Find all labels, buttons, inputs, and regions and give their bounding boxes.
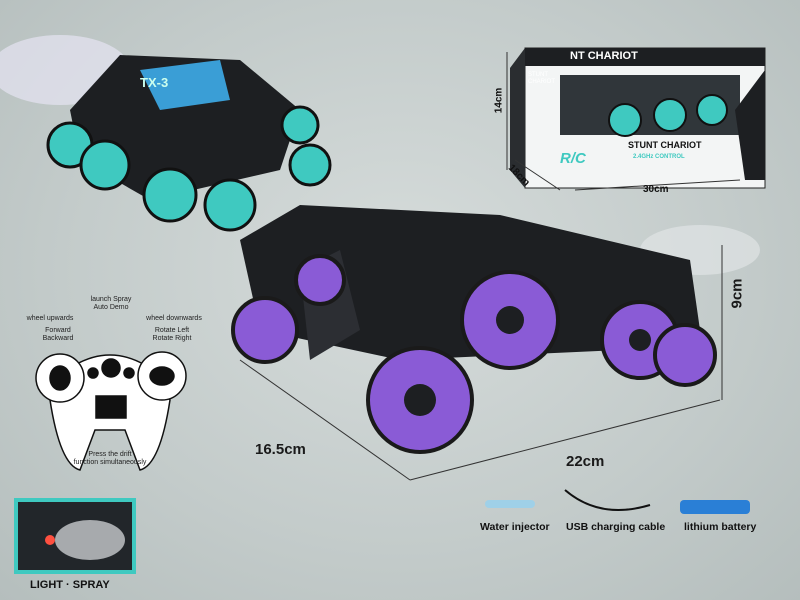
remote-label-wheel-down: wheel downwards: [146, 315, 202, 322]
feature-label: LIGHT · SPRAY: [30, 579, 110, 591]
car-height-label: 9cm: [728, 278, 746, 309]
usb-cable-image: [564, 489, 651, 511]
package-box-image: [510, 47, 766, 189]
dimension-line: [574, 179, 741, 191]
box-side-brand: STUNT CHARIOT: [528, 72, 555, 85]
accessory-label-usb-cable: USB charging cable: [566, 521, 666, 533]
accessory-label-battery: lithium battery: [684, 521, 757, 533]
car-width-label: 16.5cm: [255, 441, 306, 458]
remote-label-wheel-up: wheel upwards: [26, 315, 74, 322]
box-height-label: 14cm: [493, 87, 505, 114]
teal-car-image: [46, 55, 332, 232]
light-spray-thumbnail: [14, 498, 136, 574]
teal-car-label: TX-3: [140, 75, 169, 90]
car-length-label: 22cm: [566, 453, 605, 470]
dimension-line: [409, 399, 721, 481]
dimension-line: [239, 359, 411, 481]
box-title: STUNT CHARIOT: [628, 140, 702, 150]
accessory-label-water-injector: Water injector: [480, 521, 550, 533]
purple-car-image: [231, 205, 717, 454]
box-logo: R/C: [560, 150, 586, 167]
lithium-battery-image: [680, 500, 750, 514]
box-top-title: NT CHARIOT: [570, 50, 638, 62]
box-width-label: 30cm: [643, 184, 669, 195]
box-subtitle: 2.4GHz CONTROL: [633, 154, 685, 160]
dimension-line: [514, 159, 561, 191]
water-injector-image: [485, 500, 535, 508]
remote-control-diagram: [35, 351, 187, 471]
